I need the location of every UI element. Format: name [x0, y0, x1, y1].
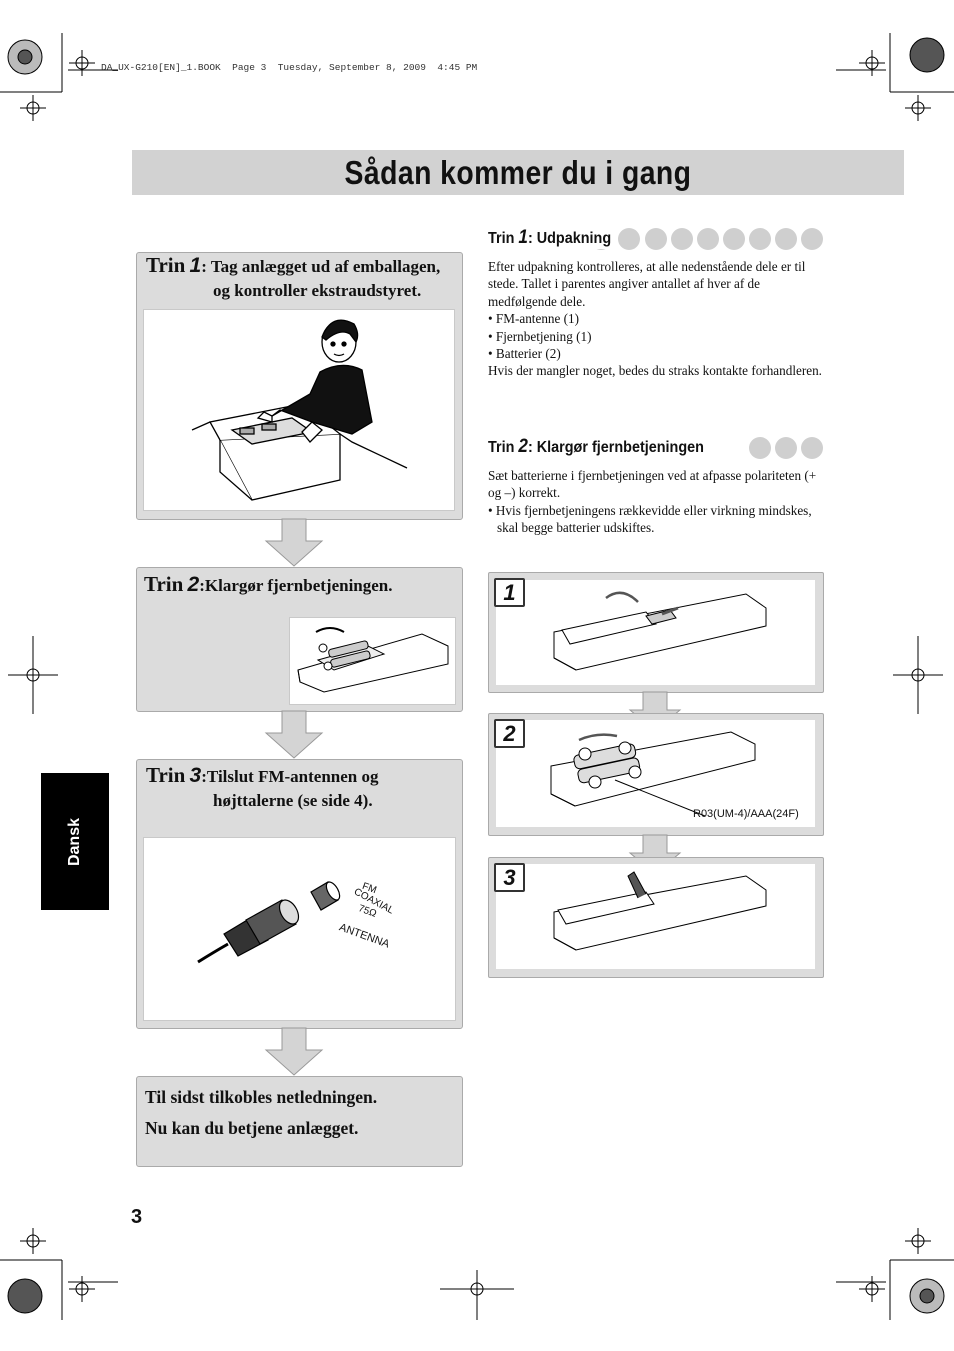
- flow-step-3-heading-line2: højttalerne (se side 4).: [213, 791, 373, 810]
- section-2-body: Sæt batterierne i fjernbetjeningen ved a…: [488, 467, 824, 537]
- final-line-1: Til sidst tilkobles netledningen.: [145, 1087, 378, 1107]
- section-1-heading: Trin 1: Udpakning: [488, 227, 615, 249]
- flow-step-1-heading-line2: og kontroller ekstraudstyret.: [213, 281, 422, 300]
- remote-close-cover-illustration: [553, 871, 767, 951]
- list-item: • Fjernbetjening (1): [488, 328, 592, 344]
- flow-step-3-heading: Trin 3:Tilslut FM-antennen og: [146, 763, 379, 788]
- list-item: • FM-antenne (1): [488, 311, 580, 327]
- section-1-body: Efter udpakning kontrolleres, at alle ne…: [488, 258, 824, 380]
- section-2-heading: Trin 2: Klargør fjernbetjeningen: [488, 436, 708, 458]
- page-title: Sådan kommer du i gang: [344, 154, 692, 191]
- title-bar: [132, 150, 904, 195]
- print-header: DA_UX-G210[EN]_1.BOOK Page 3 Tuesday, Se…: [101, 62, 478, 73]
- unpacking-illustration: [191, 319, 408, 501]
- remote-open-cover-illustration: [553, 591, 767, 671]
- flow-final: [136, 1076, 463, 1167]
- language-tab-label: Dansk: [66, 817, 83, 866]
- battery-type-caption: R03(UM-4)/AAA(24F): [693, 808, 799, 820]
- arrow-step3-to-final: [264, 1027, 324, 1076]
- antenna-plug-illustration: [197, 881, 341, 964]
- arrow-step2-to-step3: [264, 710, 324, 759]
- list-item: • Hvis fjernbetjeningens rækkevidde elle…: [488, 502, 812, 536]
- battery-step-3-number: 3: [494, 863, 525, 892]
- remote-insert-batteries-illustration: [550, 731, 756, 817]
- remote-battery-illustration: [297, 627, 449, 693]
- page-number: 3: [131, 1206, 143, 1228]
- flow-step-2-heading: Trin 2:Klargør fjernbetjeningen.: [144, 572, 393, 597]
- flow-step-1-heading: Trin 1: Tag anlægget ud af emballagen,: [146, 253, 441, 278]
- antenna-illustration-panel: [143, 837, 456, 1021]
- final-line-2: Nu kan du betjene anlægget.: [145, 1118, 359, 1138]
- battery-step-2-number: 2: [494, 719, 525, 748]
- arrow-step1-to-step2: [264, 518, 324, 567]
- list-item: • Batterier (2): [488, 346, 561, 362]
- battery-step-1-number: 1: [494, 578, 525, 607]
- language-tab: [41, 773, 109, 910]
